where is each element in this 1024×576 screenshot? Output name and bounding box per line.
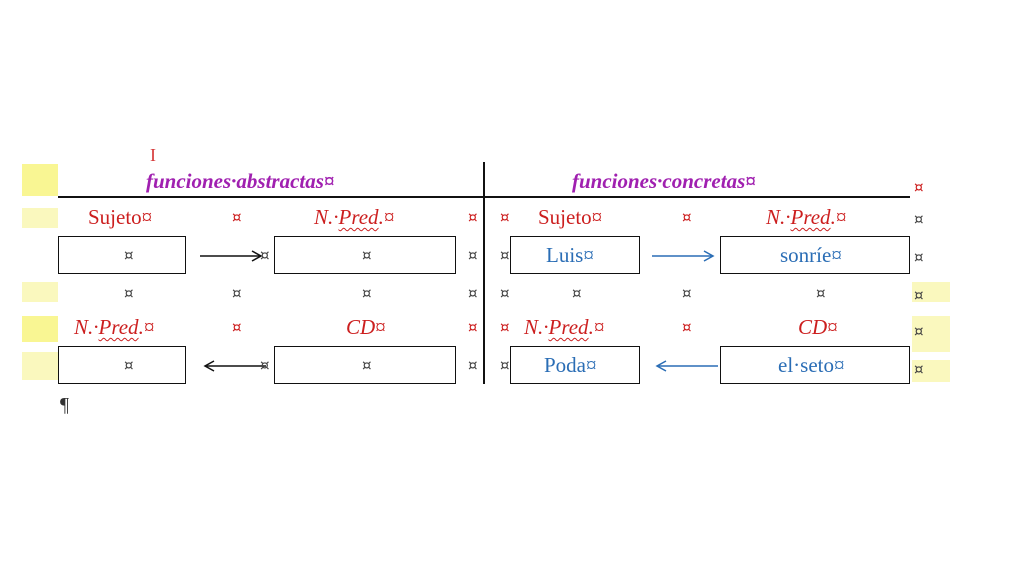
abstract-subject-box[interactable] — [58, 236, 186, 274]
paragraph-mark: ¶ — [60, 394, 70, 416]
column-divider — [483, 162, 485, 384]
cell-end-mark: ¤ — [500, 284, 510, 302]
highlight-left-1 — [22, 164, 58, 196]
label-pred-abstract-row2: N.·Pred.¤ — [74, 315, 155, 339]
label-cd-abstract: CD¤ — [346, 315, 386, 339]
cell-end-mark: ¤ — [124, 246, 134, 264]
highlight-left-3 — [22, 282, 58, 302]
highlight-right-2 — [912, 316, 950, 352]
cell-end-mark: ¤ — [124, 284, 134, 302]
highlight-left-2 — [22, 208, 58, 228]
arrow-right-icon — [652, 250, 715, 262]
cell-end-mark: ¤ — [468, 208, 478, 226]
concrete-predicate-box[interactable] — [720, 236, 910, 274]
arrow-right-icon — [200, 250, 263, 262]
row-end-mark: ¤ — [914, 322, 924, 340]
heading-concrete-functions: funciones·concretas¤ — [572, 169, 756, 193]
label-cd-concrete: CD¤ — [798, 315, 838, 339]
word-luis: Luis¤ — [546, 243, 594, 267]
cell-end-mark: ¤ — [816, 284, 826, 302]
cell-end-mark: ¤ — [362, 356, 372, 374]
label-pred-concrete: N.·Pred.¤ — [766, 205, 847, 229]
cell-end-mark: ¤ — [500, 318, 510, 336]
cell-end-mark: ¤ — [572, 284, 582, 302]
cell-end-mark: ¤ — [362, 246, 372, 264]
text-caret: I — [150, 145, 156, 165]
label-subject-concrete: Sujeto¤ — [538, 205, 603, 229]
cell-end-mark: ¤ — [362, 284, 372, 302]
row-end-mark: ¤ — [914, 286, 924, 304]
abstract-predicate-box[interactable] — [274, 236, 456, 274]
highlight-left-4 — [22, 316, 58, 342]
cell-end-mark: ¤ — [124, 356, 134, 374]
cell-end-mark: ¤ — [468, 318, 478, 336]
label-subject-abstract: Sujeto¤ — [88, 205, 153, 229]
cell-end-mark: ¤ — [232, 284, 242, 302]
word-el-seto: el·seto¤ — [778, 353, 845, 377]
cell-end-mark: ¤ — [500, 246, 510, 264]
cell-end-mark: ¤ — [682, 284, 692, 302]
cell-end-mark: ¤ — [232, 318, 242, 336]
label-pred-concrete-row2: N.·Pred.¤ — [524, 315, 605, 339]
row-end-mark: ¤ — [914, 360, 924, 378]
cell-end-mark: ¤ — [682, 208, 692, 226]
highlight-right-1 — [912, 282, 950, 302]
cell-end-mark: ¤ — [682, 318, 692, 336]
row-end-mark: ¤ — [914, 248, 924, 266]
highlight-left-5 — [22, 352, 58, 380]
word-poda: Poda¤ — [544, 353, 597, 377]
cell-end-mark: ¤ — [468, 356, 478, 374]
concrete-cd-box[interactable] — [720, 346, 910, 384]
arrow-left-icon — [203, 360, 266, 372]
row-end-mark: ¤ — [914, 210, 924, 228]
word-sonrie: sonríe¤ — [780, 243, 842, 267]
abstract-cd-box[interactable] — [274, 346, 456, 384]
cell-end-mark: ¤ — [500, 208, 510, 226]
cell-end-mark: ¤ — [260, 246, 270, 264]
cell-end-mark: ¤ — [232, 208, 242, 226]
cell-end-mark: ¤ — [500, 356, 510, 374]
concrete-predicate-box-row2[interactable] — [510, 346, 640, 384]
cell-end-mark: ¤ — [468, 246, 478, 264]
arrow-left-icon — [655, 360, 718, 372]
highlight-right-3 — [912, 360, 950, 382]
abstract-predicate-box-row2[interactable] — [58, 346, 186, 384]
cell-end-mark: ¤ — [260, 356, 270, 374]
row-end-mark: ¤ — [914, 178, 924, 196]
heading-abstract-functions: funciones·abstractas¤ — [146, 169, 335, 193]
label-pred-abstract: N.·Pred.¤ — [314, 205, 395, 229]
cell-end-mark: ¤ — [468, 284, 478, 302]
concrete-subject-box[interactable] — [510, 236, 640, 274]
